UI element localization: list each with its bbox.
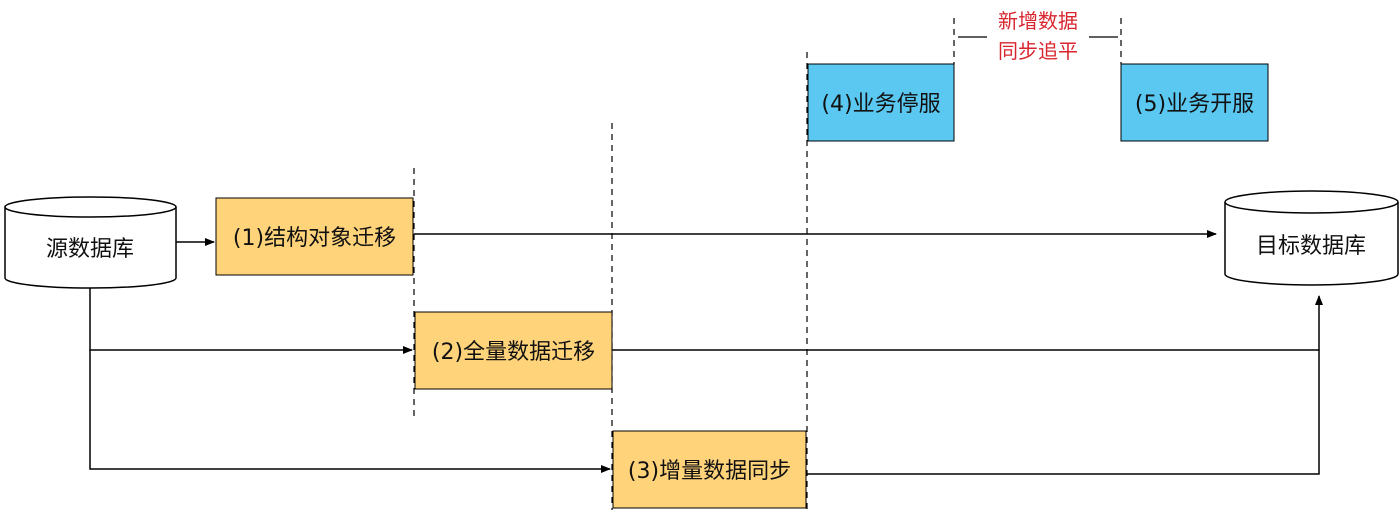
step-schema-migration-label: (1)结构对象迁移 (233, 226, 396, 251)
step-full-data-migration: (2)全量数据迁移 (414, 311, 613, 390)
step3-to-target-line (807, 350, 1320, 475)
step-schema-migration: (1)结构对象迁移 (215, 197, 414, 276)
source-to-step3-arrow (89, 350, 611, 473)
step2-to-target-arrow (612, 295, 1323, 351)
source-database-label: 源数据库 (46, 237, 134, 262)
catch-up-note-line2: 同步追平 (998, 39, 1078, 63)
step-service-stop-label: (4)业务停服 (821, 92, 940, 117)
step-service-resume: (5)业务开服 (1120, 63, 1269, 142)
step-full-data-migration-label: (2)全量数据迁移 (432, 340, 595, 365)
catch-up-note-line1: 新增数据 (998, 9, 1078, 33)
step-service-stop: (4)业务停服 (807, 63, 955, 142)
target-database-label: 目标数据库 (1256, 234, 1366, 259)
step-incremental-sync: (3)增量数据同步 (612, 430, 807, 509)
target-database: 目标数据库 (1224, 190, 1399, 286)
step-service-resume-label: (5)业务开服 (1135, 92, 1254, 117)
source-to-step2-arrow (89, 285, 413, 354)
step-incremental-sync-label: (3)增量数据同步 (628, 459, 791, 484)
source-database: 源数据库 (4, 196, 177, 289)
